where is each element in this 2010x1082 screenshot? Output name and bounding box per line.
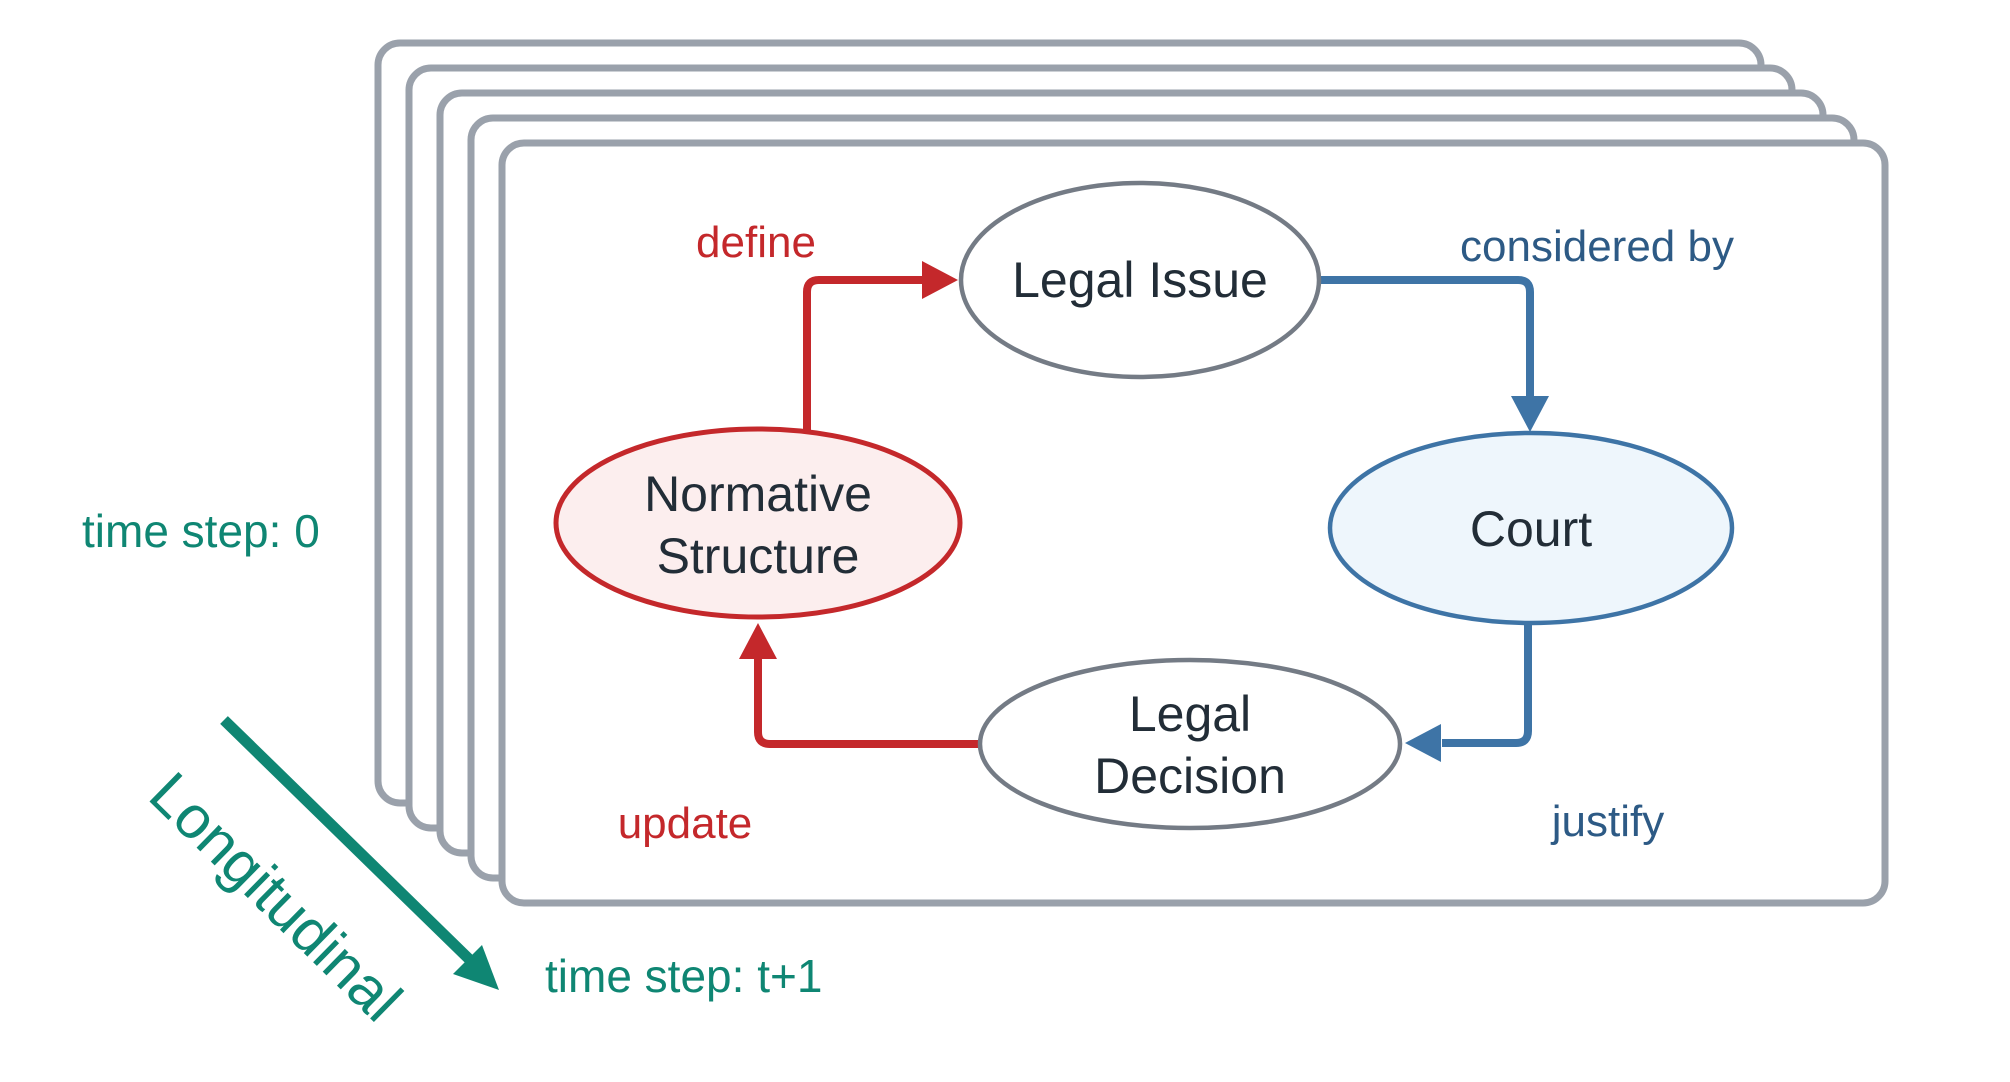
time-step-t1-label: time step: t+1 [545,950,822,1002]
edge-define-arrowhead-icon [922,261,958,299]
edge-considered-by-path [1320,276,1534,398]
node-legal-decision [977,657,1403,831]
card-front [498,139,1889,907]
longitudinal-arrowhead-icon [453,945,499,990]
edge-justify-label: justify [1550,797,1664,846]
nodes: Legal Issue Court Legal Decision Normati… [553,180,1735,831]
node-normative-structure-label-line1: Normative [644,466,872,522]
node-normative-structure [553,426,963,620]
edge-considered-by-label: considered by [1460,222,1734,271]
edges [739,261,1549,762]
node-legal-issue [958,180,1322,380]
node-court [1327,430,1735,626]
edge-labels: define considered by justify update [618,218,1734,848]
edge-update-arrowhead-icon [739,623,777,659]
edge-justify-arrowhead-icon [1405,724,1441,762]
longitudinal-arrow [220,716,474,964]
node-legal-decision-label-line1: Legal [1129,686,1251,742]
edge-update-label: update [618,799,753,848]
node-legal-issue-label: Legal Issue [1012,252,1268,308]
edge-update-path [754,658,979,748]
longitudinal-label: Longitudinal [137,759,415,1034]
node-court-label: Court [1470,501,1592,557]
node-normative-structure-label-line2: Structure [657,528,860,584]
edge-justify-path [1442,625,1532,747]
node-legal-decision-label-line2: Decision [1094,748,1286,804]
edge-define-path [803,276,924,432]
time-step-0-label: time step: 0 [82,505,320,557]
edge-considered-by-arrowhead-icon [1511,396,1549,432]
edge-define-label: define [696,218,816,267]
